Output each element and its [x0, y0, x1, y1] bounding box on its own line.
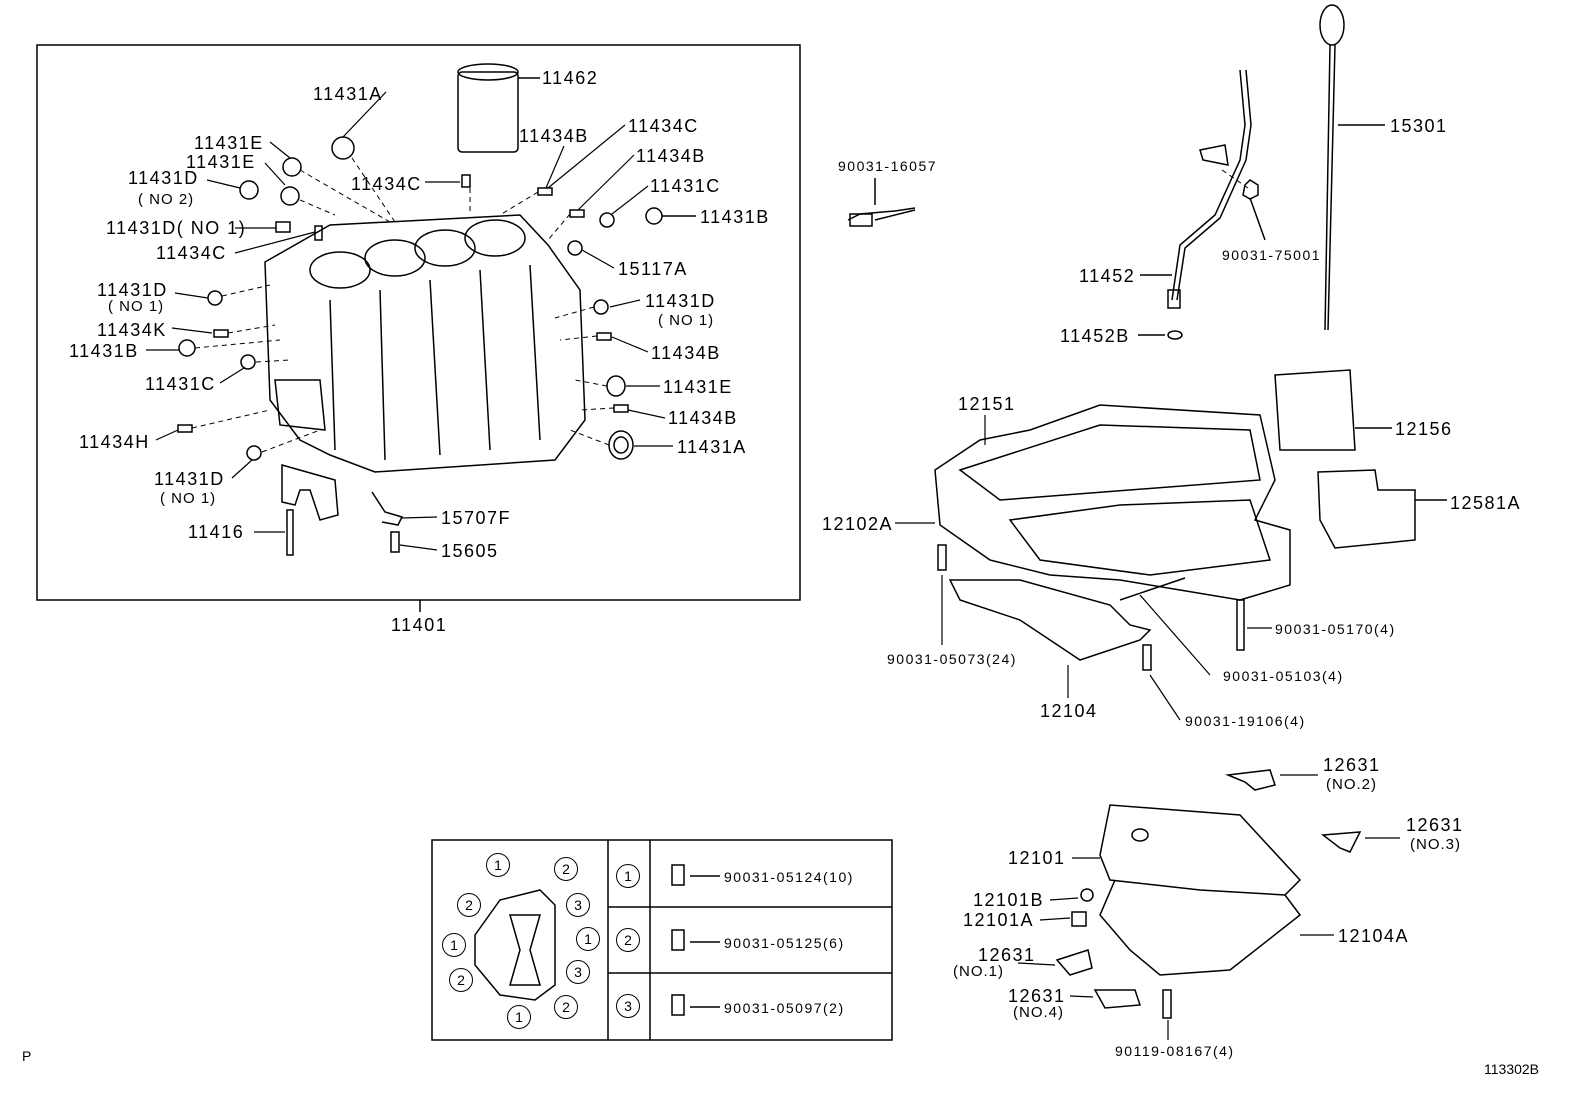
part-label: 11401 [391, 615, 448, 635]
part-label: 12631 [1323, 755, 1381, 775]
part-label: 11431C [650, 176, 721, 196]
corner-mark: P [22, 1048, 33, 1064]
part-label: 11434C [156, 243, 227, 263]
part-label: 12631 [1008, 986, 1066, 1006]
part-label: 11431E [186, 152, 256, 172]
part-label: 12631 [978, 945, 1036, 965]
oil-pan-upper-illustration [934, 404, 1291, 661]
callout-3: 3 [566, 960, 590, 984]
part-sublabel: (NO.3) [1410, 836, 1461, 853]
part-label: 12101A [963, 910, 1035, 930]
part-label: 12104A [1338, 926, 1410, 946]
part-label: 12104 [1040, 701, 1098, 721]
part-label: 11434H [79, 432, 150, 452]
table-part-1: 90031-05124(10) [724, 869, 854, 885]
callout-2: 2 [554, 857, 578, 881]
part-label: 11434B [668, 408, 738, 428]
part-label: 11434C [351, 174, 422, 194]
timing-cover-illustration [474, 889, 556, 1001]
cylinder-block-frame [36, 44, 801, 601]
part-sublabel: (NO.2) [1326, 776, 1377, 793]
part-label: 90119-08167(4) [1115, 1043, 1235, 1059]
part-label: 12151 [958, 394, 1016, 414]
table-key-1: 1 [616, 864, 640, 888]
part-label: 11462 [542, 68, 599, 88]
baffle-plate [1274, 369, 1356, 451]
part-label: 90031-05073(24) [887, 651, 1017, 667]
part-label: 11434B [651, 343, 721, 363]
part-sublabel: ( NO 1) [108, 298, 165, 315]
part-label: 90031-16057 [838, 158, 938, 174]
table-part-2: 90031-05125(6) [724, 935, 845, 951]
callout-2: 2 [554, 995, 578, 1019]
callout-2: 2 [457, 893, 481, 917]
cylinder-block-illustration [264, 214, 586, 473]
part-label: 11434K [97, 320, 167, 340]
part-label: 12101B [973, 890, 1045, 910]
callout-1: 1 [507, 1005, 531, 1029]
part-label: 11431D [154, 469, 225, 489]
callout-1: 1 [442, 933, 466, 957]
part-label: 11431B [700, 207, 770, 227]
part-label: 90031-05103(4) [1223, 668, 1344, 684]
part-label: 90031-19106(4) [1185, 713, 1306, 729]
part-label: 15117A [618, 259, 688, 279]
table-part-3: 90031-05097(2) [724, 1000, 845, 1016]
table-key-2: 2 [616, 928, 640, 952]
part-label: 11431E [663, 377, 733, 397]
part-label: 11434B [636, 146, 706, 166]
part-label: 11431D( NO 1) [106, 218, 247, 238]
part-label: 15605 [441, 541, 499, 561]
part-label: 11434C [628, 116, 699, 136]
part-label: 11431D [645, 291, 716, 311]
part-label: 11452B [1060, 326, 1130, 346]
part-label: 12101 [1008, 848, 1066, 868]
part-sublabel: ( NO 1) [160, 490, 217, 507]
part-label: 11431A [677, 437, 747, 457]
part-sublabel: ( NO 2) [138, 191, 195, 208]
part-label: 15707F [441, 508, 512, 528]
part-label: 12581A [1450, 493, 1522, 513]
callout-1: 1 [576, 927, 600, 951]
callout-3: 3 [566, 893, 590, 917]
part-label: 11416 [188, 522, 245, 542]
part-label: 90031-05170(4) [1275, 621, 1396, 637]
part-label: 11431B [69, 341, 139, 361]
part-label: 11434B [519, 126, 589, 146]
bearing-cap [281, 464, 339, 521]
part-label: 11431C [145, 374, 216, 394]
part-sublabel: ( NO 1) [658, 312, 715, 329]
part-label: 11431A [313, 84, 383, 104]
part-label: 11431D [97, 280, 168, 300]
table-key-3: 3 [616, 994, 640, 1018]
part-label: 90031-75001 [1222, 247, 1322, 263]
part-sublabel: (NO.1) [953, 963, 1004, 980]
part-sublabel: (NO.4) [1013, 1004, 1064, 1021]
part-label: 15301 [1390, 116, 1448, 136]
part-label: 12156 [1395, 419, 1453, 439]
part-label: 12102A [822, 514, 894, 534]
part-label: 12631 [1406, 815, 1464, 835]
part-label: 11431D [128, 168, 199, 188]
callout-1: 1 [486, 853, 510, 877]
diagram-id: 113302B [1484, 1061, 1540, 1077]
part-label: 11452 [1079, 266, 1136, 286]
oil-pan-lower-illustration [1099, 804, 1302, 976]
callout-2: 2 [449, 968, 473, 992]
part-label: 11431E [194, 133, 264, 153]
